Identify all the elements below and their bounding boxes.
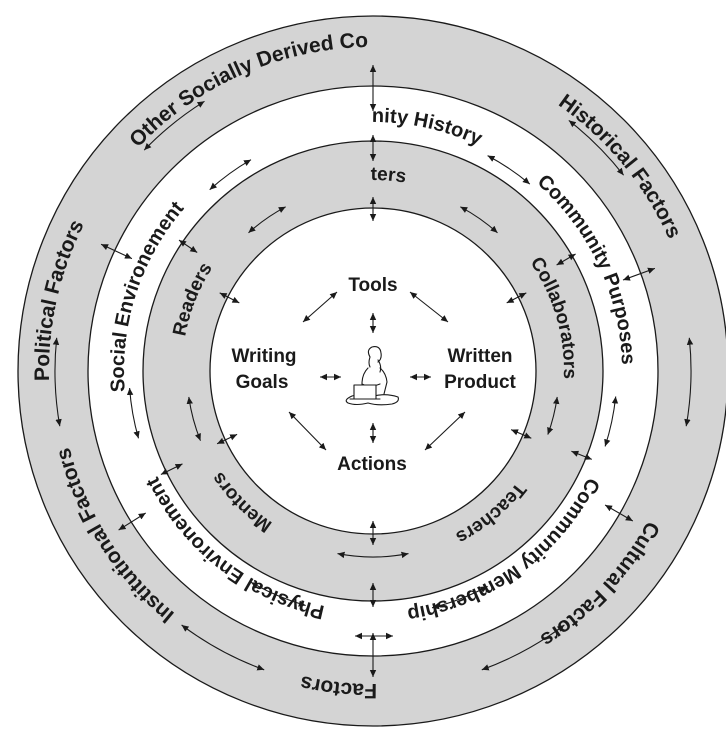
community-arc-arrow	[431, 585, 488, 610]
outer-arc-arrow	[52, 337, 62, 427]
outer-arc-arrow	[568, 119, 625, 176]
radial-arrow	[506, 292, 527, 304]
radial-arrow	[219, 292, 240, 304]
people-arc-arrow	[186, 396, 202, 441]
community-arc-arrow	[250, 581, 306, 607]
core-arrow	[288, 411, 327, 451]
core-arrow	[302, 291, 338, 323]
radial-arrow	[622, 267, 656, 281]
written-product-line1: Written	[447, 346, 512, 367]
outer-arc-arrow	[181, 624, 265, 671]
core-arrow	[409, 291, 449, 323]
writing-goals-line1: Writing	[231, 346, 296, 367]
people-arc-arrow	[248, 206, 286, 234]
radial-arrow	[556, 253, 576, 266]
written-product-line2: Product	[444, 372, 516, 393]
outer-arc-arrow	[143, 100, 205, 151]
people-arc-arrow	[547, 396, 560, 435]
people-arc-arrow	[337, 551, 409, 559]
radial-arrow	[118, 512, 146, 531]
radial-arrow	[100, 243, 133, 260]
person-writing-on-laptop-icon	[345, 346, 399, 406]
radial-arrow	[604, 504, 634, 522]
tools-label: Tools	[348, 275, 397, 296]
community-arc-arrow	[604, 396, 619, 447]
core-arrow	[424, 411, 466, 451]
writing-goals-line2: Goals	[236, 372, 289, 393]
actions-label: Actions	[337, 454, 407, 475]
radial-arrow	[510, 429, 532, 439]
radial-arrow	[571, 450, 593, 460]
outer-arc-arrow	[481, 624, 565, 671]
core-circle	[209, 207, 537, 535]
radial-arrow	[160, 463, 183, 475]
people-arc-arrow	[460, 206, 498, 234]
community-arc-arrow	[209, 159, 252, 191]
community-arc-arrow	[487, 155, 531, 185]
outer-arc-arrow	[684, 337, 694, 427]
community-arc-arrow	[126, 387, 140, 439]
radial-arrow	[178, 239, 198, 253]
radial-arrow	[216, 433, 238, 445]
